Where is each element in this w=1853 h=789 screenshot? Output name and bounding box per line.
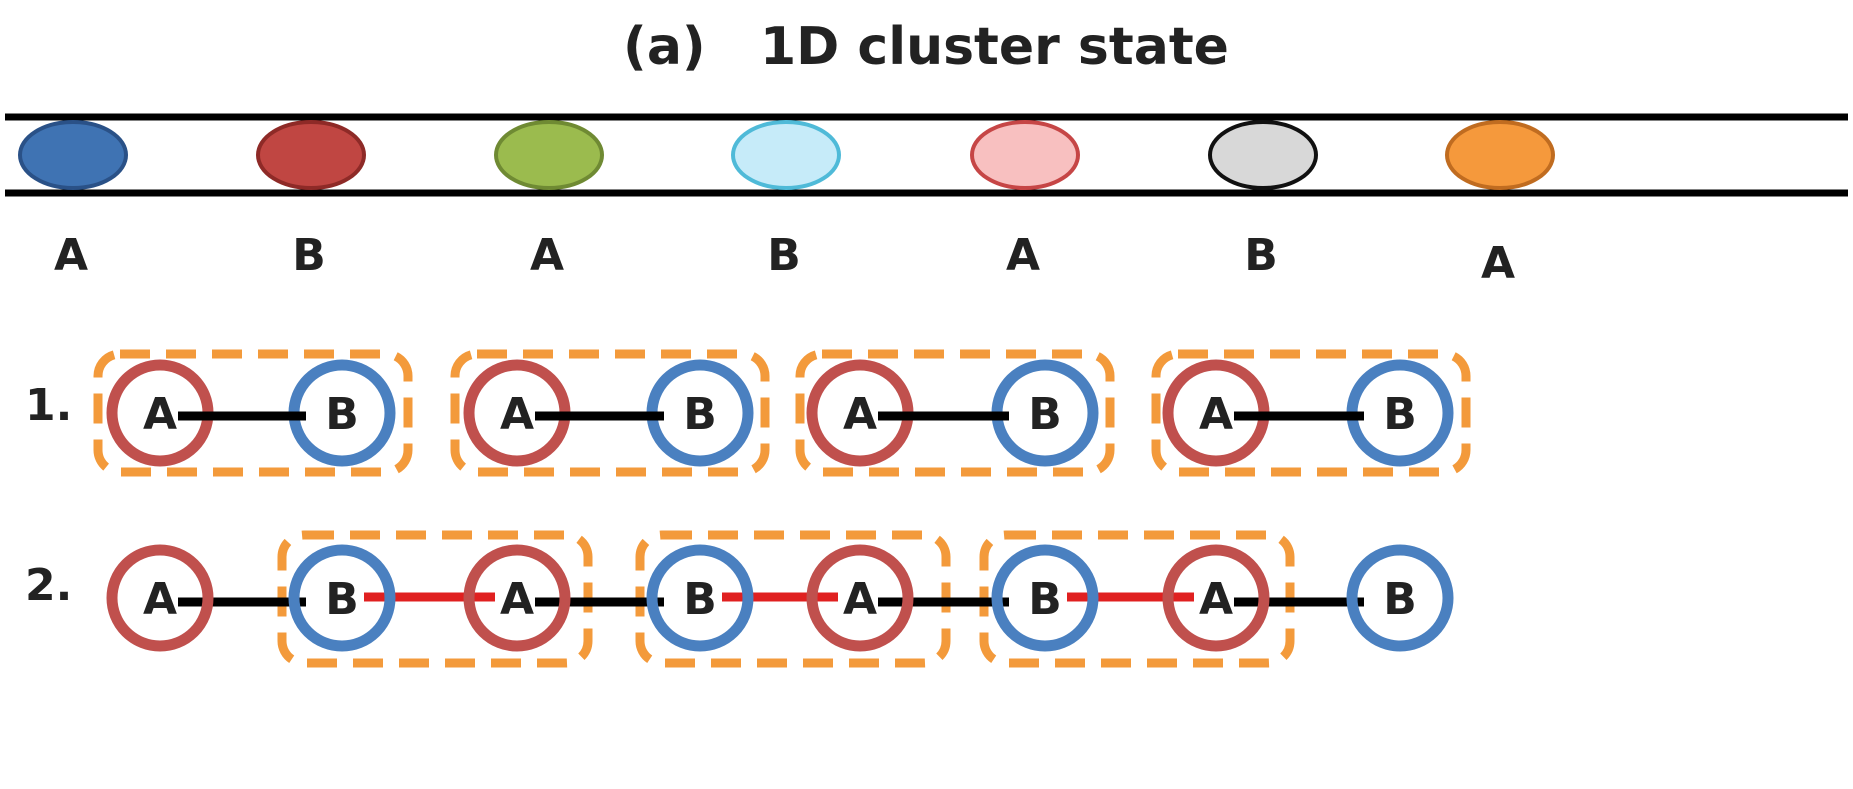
step-1-label: 1.: [25, 380, 72, 431]
qubit-node-s2-8: [1346, 544, 1454, 652]
atom-4: [731, 120, 841, 190]
qubit-label-s2-1: A: [143, 574, 177, 625]
group-box-step1-1: [93, 349, 413, 477]
qubit-label-s1-2: B: [325, 389, 359, 440]
qubit-label-s2-5: A: [843, 574, 877, 625]
qubit-label-s2-7: A: [1199, 574, 1233, 625]
qubit-node-s2-1: [106, 544, 214, 652]
qubit-label-s1-1: A: [143, 389, 177, 440]
qubit-label-s1-8: B: [1383, 389, 1417, 440]
qubit-node-s2-5: [806, 544, 914, 652]
qubit-label-s1-3: A: [500, 389, 534, 440]
qubit-label-s1-4: B: [683, 389, 717, 440]
group-box-step1-3: [795, 349, 1115, 477]
atom-label-5: A: [1006, 230, 1040, 281]
qubit-node-s2-6: [991, 544, 1099, 652]
atom-label-2: B: [292, 230, 326, 281]
atom-7: [1445, 120, 1555, 190]
step-2-label: 2.: [25, 560, 72, 611]
atom-label-7: A: [1481, 238, 1515, 289]
qubit-label-s2-4: B: [683, 574, 717, 625]
atom-label-3: A: [530, 230, 564, 281]
atom-1: [18, 120, 128, 190]
group-box-step1-2: [450, 349, 770, 477]
figure-title: (a) 1D cluster state: [623, 17, 1229, 77]
qubit-label-s1-6: B: [1028, 389, 1062, 440]
atom-2: [256, 120, 366, 190]
atom-label-1: A: [54, 230, 88, 281]
qubit-label-s1-5: A: [843, 389, 877, 440]
qubit-label-s2-2: B: [325, 574, 359, 625]
qubit-node-s2-7: [1162, 544, 1270, 652]
atom-6: [1208, 120, 1318, 190]
qubit-label-s1-7: A: [1199, 389, 1233, 440]
qubit-node-s2-3: [463, 544, 571, 652]
group-box-step1-4: [1151, 349, 1471, 477]
qubit-node-s2-2: [288, 544, 396, 652]
qubit-label-s2-3: A: [500, 574, 534, 625]
atom-5: [970, 120, 1080, 190]
qubit-label-s2-8: B: [1383, 574, 1417, 625]
atom-label-4: B: [767, 230, 801, 281]
atom-3: [494, 120, 604, 190]
lattice-atoms: [18, 120, 1555, 190]
atom-label-6: B: [1244, 230, 1278, 281]
qubit-node-s2-4: [646, 544, 754, 652]
qubit-label-s2-6: B: [1028, 574, 1062, 625]
